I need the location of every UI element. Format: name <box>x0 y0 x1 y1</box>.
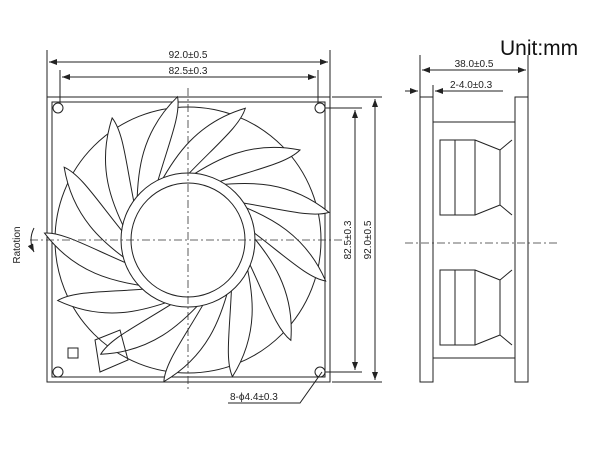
fan-blade <box>232 204 327 282</box>
front-view: 92.0±0.5 82.5±0.3 82.5±0.3 92.0±0.5 8-ϕ4… <box>12 50 382 404</box>
frame-outline <box>46 96 331 383</box>
dim-holes: 8-ϕ4.4±0.3 <box>230 392 278 403</box>
fan-blades <box>43 95 331 383</box>
fan-blade <box>105 116 140 234</box>
connector-icon <box>67 347 79 359</box>
fan-blade <box>56 286 174 314</box>
fan-blade <box>136 95 179 207</box>
dim-width-outer: 92.0±0.5 <box>169 50 208 61</box>
fan-blade <box>216 182 331 215</box>
dim-depth: 38.0±0.5 <box>455 59 494 70</box>
fan-blade <box>43 232 151 287</box>
mount-hole <box>314 102 326 114</box>
fan-blade <box>158 107 247 194</box>
fan-blade <box>63 166 140 263</box>
unit-label: Unit:mm <box>500 37 578 60</box>
rotation-label: Ratotion <box>12 226 23 263</box>
fan-blade <box>227 261 253 378</box>
fan-blade <box>163 281 230 383</box>
dim-height-outer: 92.0±0.5 <box>363 220 374 259</box>
dim-height-holes: 82.5±0.3 <box>343 220 354 259</box>
side-view: 38.0±0.5 2-4.0±0.3 Unit:mm <box>405 37 578 383</box>
cable-clip <box>94 329 129 373</box>
mount-hole <box>52 102 64 114</box>
dim-flange: 2-4.0±0.3 <box>450 80 493 91</box>
rotation-arrow-icon <box>27 227 35 253</box>
mount-hole <box>52 366 64 378</box>
dim-width-holes: 82.5±0.3 <box>169 66 208 77</box>
